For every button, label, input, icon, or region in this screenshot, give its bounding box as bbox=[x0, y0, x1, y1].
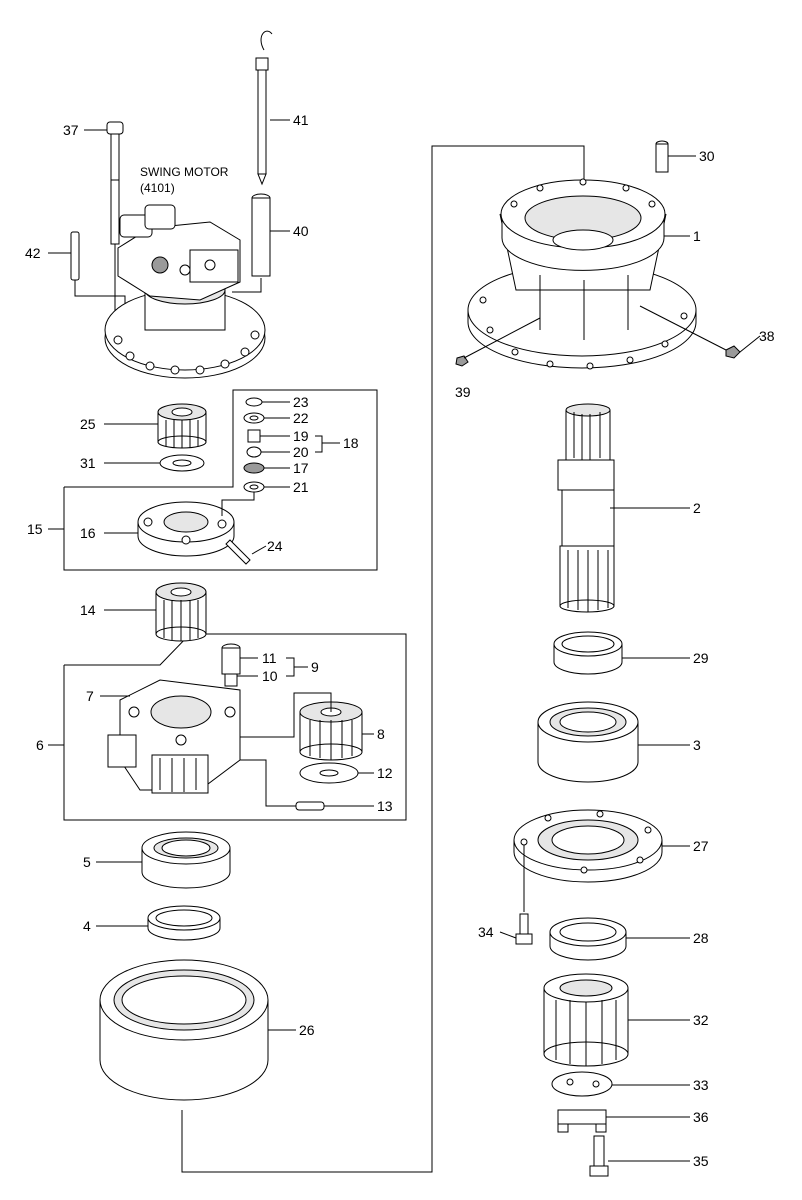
label-1: 1 bbox=[693, 228, 701, 244]
group-6-connectors bbox=[240, 692, 332, 807]
label-33: 33 bbox=[693, 1077, 709, 1093]
part-41-dipstick bbox=[255, 30, 273, 186]
part-42-stud bbox=[70, 231, 80, 281]
label-26: 26 bbox=[299, 1022, 315, 1038]
label-2: 2 bbox=[693, 500, 701, 516]
part-11-10-pin bbox=[221, 643, 241, 687]
part-24-pin bbox=[225, 539, 251, 565]
label-34: 34 bbox=[478, 924, 494, 940]
label-15: 15 bbox=[27, 521, 43, 537]
label-19: 19 bbox=[293, 428, 309, 444]
leader-lines bbox=[48, 119, 761, 1162]
label-21: 21 bbox=[293, 479, 309, 495]
label-29: 29 bbox=[693, 650, 709, 666]
part-40-pipe bbox=[251, 193, 271, 277]
part-27-cover bbox=[513, 809, 663, 883]
label-24: 24 bbox=[267, 538, 283, 554]
label-3: 3 bbox=[693, 737, 701, 753]
label-32: 32 bbox=[693, 1012, 709, 1028]
label-6: 6 bbox=[36, 737, 44, 753]
label-16: 16 bbox=[80, 525, 96, 541]
part-36-lock-plate bbox=[557, 1109, 607, 1133]
label-23: 23 bbox=[293, 394, 309, 410]
label-39: 39 bbox=[455, 384, 471, 400]
label-40: 40 bbox=[293, 223, 309, 239]
label-4: 4 bbox=[83, 918, 91, 934]
part-12-washer bbox=[299, 762, 359, 784]
part-25-gear bbox=[157, 403, 207, 449]
label-42: 42 bbox=[25, 245, 41, 261]
label-27: 27 bbox=[693, 838, 709, 854]
label-5: 5 bbox=[83, 854, 91, 870]
planet-small-parts bbox=[221, 397, 265, 516]
label-20: 20 bbox=[293, 444, 309, 460]
part-4-ring bbox=[147, 905, 221, 941]
part-5-bearing bbox=[141, 831, 231, 889]
part-35-bolt bbox=[589, 1135, 609, 1177]
label-22: 22 bbox=[293, 410, 309, 426]
swing-motor-title: SWING MOTOR bbox=[140, 165, 229, 179]
part-16-carrier bbox=[137, 501, 235, 557]
part-number-labels: 37 41 40 42 23 22 19 20 17 21 18 25 31 1… bbox=[25, 112, 775, 1169]
label-30: 30 bbox=[699, 148, 715, 164]
part-2-shaft bbox=[557, 403, 615, 613]
label-14: 14 bbox=[80, 602, 96, 618]
label-8: 8 bbox=[377, 726, 385, 742]
part-26-ring-gear bbox=[99, 959, 269, 1101]
part-38-39-plugs bbox=[455, 345, 741, 367]
label-36: 36 bbox=[693, 1109, 709, 1125]
part-32-gear bbox=[543, 973, 629, 1067]
label-25: 25 bbox=[80, 416, 96, 432]
part-30-pin bbox=[655, 140, 669, 173]
part-34-bolt bbox=[515, 845, 533, 945]
housing-bolt-holes bbox=[479, 178, 688, 370]
part-14-gear bbox=[155, 582, 207, 642]
label-41: 41 bbox=[293, 112, 309, 128]
label-31: 31 bbox=[80, 455, 96, 471]
part-28-race bbox=[549, 917, 627, 961]
label-35: 35 bbox=[693, 1153, 709, 1169]
part-33-plate bbox=[551, 1071, 613, 1097]
label-11: 11 bbox=[262, 650, 277, 666]
part-1-housing bbox=[467, 178, 697, 370]
part-7-carrier bbox=[107, 679, 241, 794]
part-31-washer bbox=[159, 454, 205, 472]
part-29-race bbox=[553, 631, 623, 675]
label-10: 10 bbox=[262, 668, 278, 684]
swing-motor bbox=[104, 204, 266, 379]
part-37-bolt bbox=[106, 121, 124, 245]
part-3-bearing bbox=[537, 701, 639, 783]
bolt-holes bbox=[113, 330, 260, 375]
label-13: 13 bbox=[377, 798, 393, 814]
label-38: 38 bbox=[759, 328, 775, 344]
label-9: 9 bbox=[311, 659, 319, 675]
label-37: 37 bbox=[63, 122, 79, 138]
label-28: 28 bbox=[693, 930, 709, 946]
label-12: 12 bbox=[377, 765, 393, 781]
part-13-pin bbox=[295, 801, 325, 811]
swing-motor-code: (4101) bbox=[140, 181, 175, 195]
label-17: 17 bbox=[293, 460, 309, 476]
label-18: 18 bbox=[343, 435, 359, 451]
label-7: 7 bbox=[86, 688, 94, 704]
